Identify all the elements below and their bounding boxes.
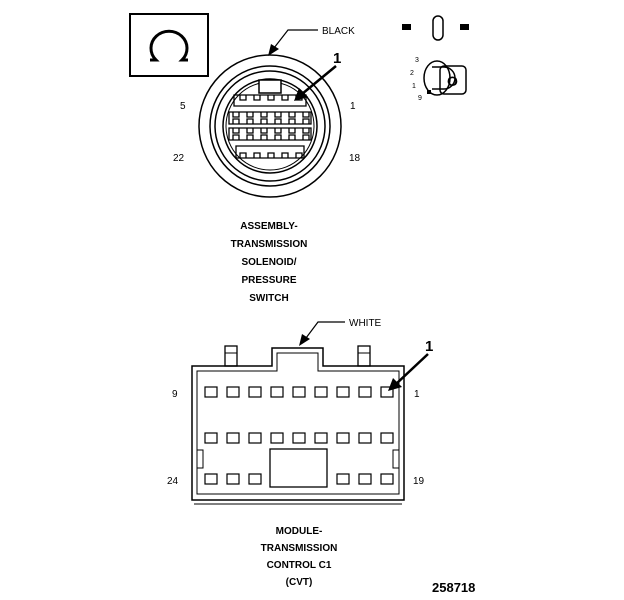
bottom-title-line: (CVT) — [286, 577, 313, 588]
bottom-connector-callout: 1 — [425, 338, 433, 355]
top-connector-callout: 1 — [333, 50, 341, 67]
key-position-1: 1 — [412, 83, 416, 90]
bottom-title-line: TRANSMISSION — [261, 543, 338, 554]
bottom-connector: WHITE 1 9 1 24 19 MODULE- TRANSMISSION C… — [167, 318, 433, 588]
bottom-connector-color-label: WHITE — [349, 318, 382, 329]
top-connector-pin-rows — [228, 94, 312, 159]
top-title-line: ASSEMBLY- — [240, 221, 297, 232]
top-pin-label-18: 18 — [349, 153, 361, 164]
bottom-pin-label-24: 24 — [167, 476, 179, 487]
top-title-line: PRESSURE — [241, 275, 296, 286]
key-position-9: 9 — [418, 95, 422, 102]
ohm-icon — [129, 13, 209, 77]
top-title-line: TRANSMISSION — [231, 239, 308, 250]
top-connector-color-label: BLACK — [322, 26, 355, 37]
bottom-connector-title: MODULE- TRANSMISSION CONTROL C1 (CVT) — [261, 526, 338, 588]
top-pin-label-22: 22 — [173, 153, 185, 164]
top-pin-label-1: 1 — [350, 101, 356, 112]
key-position-3: 3 — [415, 57, 419, 64]
ignition-switch-icon — [402, 15, 469, 41]
top-pin-label-5: 5 — [180, 101, 186, 112]
top-title-line: SWITCH — [249, 293, 288, 304]
key-position-2: 2 — [410, 70, 414, 77]
top-title-line: SOLENOID/ — [241, 257, 296, 268]
top-connector-title: ASSEMBLY- TRANSMISSION SOLENOID/ PRESSUR… — [231, 221, 308, 304]
key-letter: O — [447, 73, 458, 89]
bottom-pin-label-19: 19 — [413, 476, 425, 487]
bottom-pin-label-9: 9 — [172, 389, 178, 400]
bottom-connector-cavities — [204, 386, 394, 485]
figure-number: 258718 — [432, 580, 475, 595]
ignition-key-icon: O 3 2 1 9 — [410, 57, 467, 102]
bottom-title-line: MODULE- — [276, 526, 323, 537]
bottom-pin-label-1: 1 — [414, 389, 420, 400]
bottom-title-line: CONTROL C1 — [267, 560, 332, 571]
top-connector: BLACK 1 5 1 22 18 ASSEMBLY- TRANSMISSION… — [173, 26, 361, 304]
